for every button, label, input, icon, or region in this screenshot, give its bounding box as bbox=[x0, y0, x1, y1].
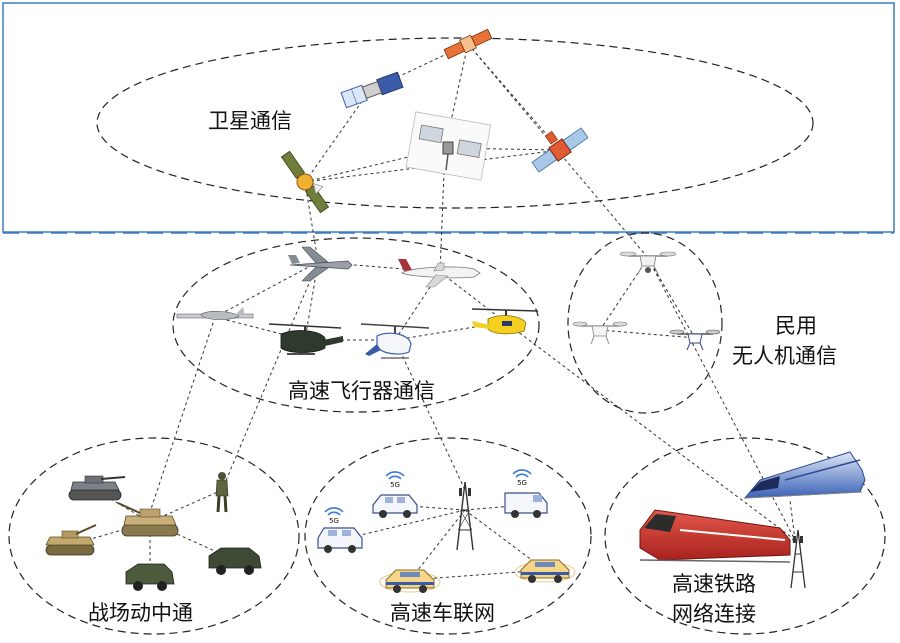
tank-icon bbox=[68, 475, 126, 501]
aircraft-group-label: 高速飞行器通信 bbox=[288, 379, 435, 403]
cell-tower-icon bbox=[456, 481, 474, 551]
taxi-icon bbox=[379, 569, 441, 593]
drone-icon bbox=[669, 329, 721, 351]
battlefield-group-ellipse bbox=[8, 437, 300, 635]
rail-tower-icon bbox=[790, 529, 806, 589]
rail-group-ellipse bbox=[604, 437, 886, 635]
satellite-icon bbox=[443, 28, 493, 60]
fiveg-label: 5G bbox=[329, 517, 339, 525]
drone-group-label-line2: 无人机通信 bbox=[732, 344, 837, 368]
humvee-icon bbox=[125, 563, 175, 591]
vehicle-group-ellipse bbox=[304, 437, 592, 635]
blue-train-icon bbox=[743, 451, 866, 499]
taxi-icon bbox=[514, 559, 576, 583]
red-train-icon bbox=[639, 509, 791, 563]
tank-icon bbox=[45, 524, 97, 556]
signal-badge: 5G bbox=[324, 507, 344, 525]
drone-group-label-line1: 民用 bbox=[775, 314, 817, 338]
humvee-icon bbox=[208, 547, 262, 575]
fiveg-label: 5G bbox=[517, 479, 527, 487]
tank-icon bbox=[117, 502, 179, 537]
satellite-icon bbox=[405, 111, 492, 181]
fighter-jet-icon bbox=[288, 246, 353, 282]
satellite-group-label: 卫星通信 bbox=[208, 109, 292, 133]
drone-group-ellipse bbox=[567, 232, 723, 414]
car-icon bbox=[372, 494, 418, 518]
satellite-icon bbox=[340, 71, 404, 109]
rail-group-label-line1: 高速铁路 bbox=[672, 572, 756, 596]
van-icon bbox=[504, 492, 548, 518]
helicopter-icon bbox=[360, 323, 430, 359]
satellite-icon bbox=[531, 127, 589, 173]
military-helicopter-icon bbox=[268, 323, 343, 355]
drone-icon bbox=[572, 321, 628, 345]
airliner-icon bbox=[398, 259, 481, 288]
soldier-icon bbox=[215, 472, 229, 513]
vehicle-group-label: 高速车联网 bbox=[390, 601, 495, 625]
suv-icon bbox=[317, 527, 363, 553]
rail-group-label-line2: 网络连接 bbox=[672, 602, 756, 626]
rescue-helicopter-icon bbox=[471, 308, 539, 335]
fiveg-label: 5G bbox=[390, 481, 400, 489]
satellite-icon bbox=[280, 150, 330, 214]
signal-badge: 5G bbox=[512, 469, 532, 487]
uav-icon bbox=[176, 307, 254, 320]
signal-badge: 5G bbox=[385, 471, 405, 489]
drone-icon bbox=[619, 251, 677, 275]
aircraft-group-ellipse bbox=[172, 237, 540, 413]
upper-frame bbox=[2, 2, 895, 233]
satellite-group-ellipse bbox=[96, 37, 814, 209]
battlefield-group-label: 战场动中通 bbox=[88, 601, 193, 625]
